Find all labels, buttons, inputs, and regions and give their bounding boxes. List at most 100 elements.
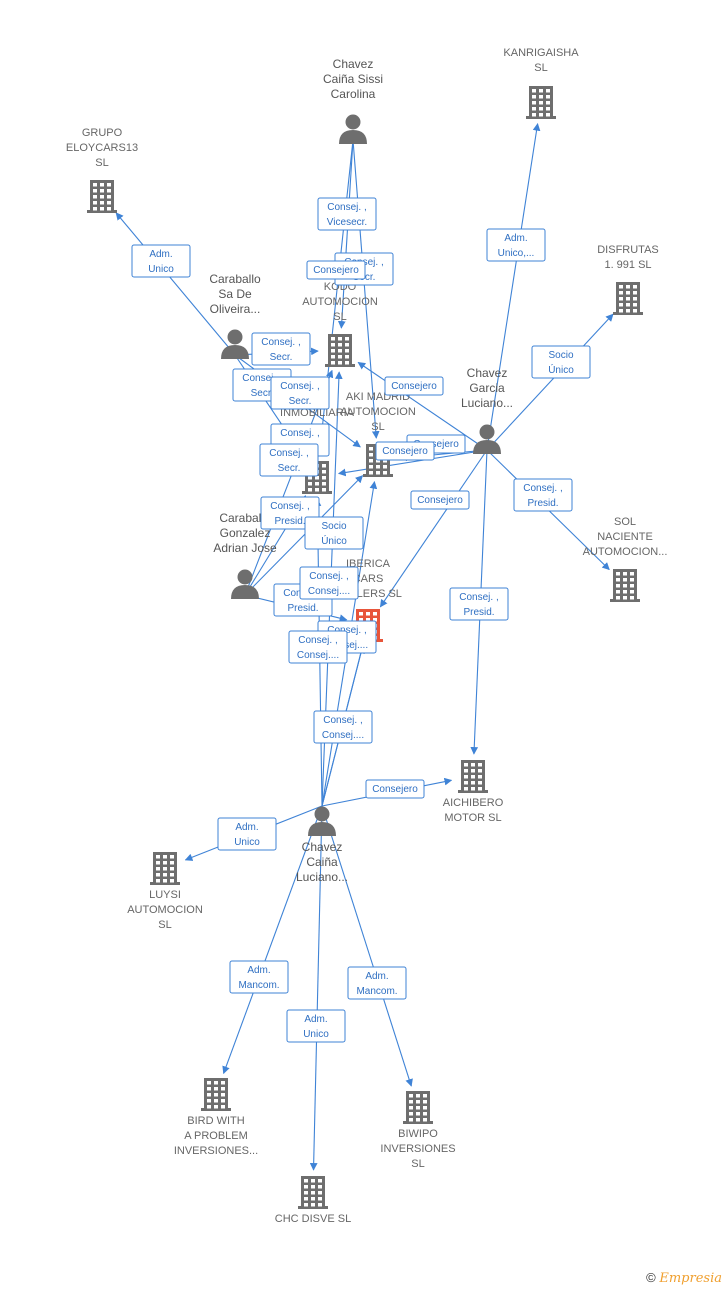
- edge-chavez_garcia-inmobiliaria: [337, 449, 488, 477]
- edge-label-box[interactable]: Consej. ,Consej....: [299, 566, 359, 600]
- node-label: Caraballo: [209, 272, 261, 286]
- edge-label-frame: [270, 376, 330, 410]
- edge-label-frame: [304, 516, 364, 550]
- building-icon: [458, 760, 488, 793]
- node-chavez_garcia[interactable]: ChavezGarciaLuciano...: [461, 366, 513, 454]
- edge-label-box[interactable]: Adm.Mancom.: [229, 960, 289, 994]
- edge-label-text: Unico,...: [498, 248, 535, 259]
- node-inmobiliaria[interactable]: INMOBILIARIA: [280, 407, 355, 494]
- edge-label-frame: [375, 441, 435, 461]
- node-label: Caiña: [306, 855, 338, 869]
- edge-label-text: Consej. ,: [298, 635, 337, 646]
- edge-label-text: Consej. ,: [523, 483, 562, 494]
- edge-label-text: Socio: [321, 521, 346, 532]
- building-icon: [201, 1078, 231, 1111]
- edge-label-box[interactable]: Consej. ,Presid.: [449, 587, 509, 621]
- edge-label-text: Secr.: [251, 388, 274, 399]
- building-icon: [613, 282, 643, 315]
- edge-label-box[interactable]: Consej. ,Secr.: [270, 376, 330, 410]
- node-label: ELOYCARS13: [66, 142, 138, 154]
- empresia-logo-text: Empresia: [659, 1271, 722, 1286]
- node-sol[interactable]: SOLNACIENTEAUTOMOCION...: [583, 516, 668, 602]
- edge-label-frame: [449, 587, 509, 621]
- edge-label-frame: [513, 478, 573, 512]
- node-chc[interactable]: CHC DISVE SL: [275, 1176, 351, 1225]
- edge-label-box[interactable]: Consej. ,Consej....: [313, 710, 373, 744]
- edge-label-box[interactable]: Consej. ,Presid.: [513, 478, 573, 512]
- edge-label-frame: [229, 960, 289, 994]
- building-icon: [298, 1176, 328, 1209]
- node-label: SL: [411, 1158, 424, 1170]
- edge-label-box[interactable]: Consejero: [410, 490, 470, 510]
- edge-label-text: Adm.: [235, 822, 258, 833]
- edge-label-text: Adm.: [365, 971, 388, 982]
- edge-label-box[interactable]: Adm. Unico: [286, 1009, 346, 1043]
- edge-label-box[interactable]: Consejero: [365, 779, 425, 799]
- node-chavez_luciano[interactable]: ChavezCaiñaLuciano...: [296, 806, 348, 885]
- node-label: Chavez: [333, 57, 374, 71]
- edge-label-text: Único: [321, 534, 347, 547]
- edge-label-text: Consejero: [391, 381, 437, 392]
- edge-label-text: Mancom.: [356, 986, 397, 997]
- edge-label-box[interactable]: Adm.Unico,...: [486, 228, 546, 262]
- edge-label-frame: [531, 345, 591, 379]
- footer-brand[interactable]: © Empresia: [646, 1270, 722, 1286]
- building-icon: [526, 86, 556, 119]
- edge-label-box[interactable]: Adm. Mancom.: [347, 966, 407, 1000]
- node-label: DISFRUTAS: [597, 244, 659, 256]
- node-label: BIWIPO: [398, 1128, 438, 1140]
- node-label: AICHIBERO: [443, 797, 504, 809]
- node-label: BIRD WITH: [187, 1115, 244, 1127]
- node-label: INVERSIONES: [380, 1143, 455, 1155]
- edge-label-text: Unico: [148, 264, 174, 275]
- person-icon: [221, 329, 249, 359]
- edge-label-frame: [299, 566, 359, 600]
- edge-label-box[interactable]: Consej. ,Consej....: [288, 630, 348, 664]
- edge-label-frame: [306, 260, 366, 280]
- edge-label-frame: [384, 376, 444, 396]
- edge-label-text: Consej....: [322, 730, 364, 741]
- node-label: SL: [333, 311, 346, 323]
- node-label: AUTOMOCION: [340, 406, 416, 418]
- edge-label-box[interactable]: Consejero: [375, 441, 435, 461]
- edge-label-text: Consej. ,: [269, 448, 308, 459]
- node-label: Caiña Sissi: [323, 72, 383, 86]
- edge-label-box[interactable]: Consej. ,Vicesecr.: [317, 197, 377, 231]
- edge-label-frame: [251, 332, 311, 366]
- node-label: NACIENTE: [597, 531, 653, 543]
- edge-label-box[interactable]: Consej. ,Secr.: [251, 332, 311, 366]
- edge-label-box[interactable]: Consejero: [384, 376, 444, 396]
- node-label: SL: [95, 157, 108, 169]
- edge-label-text: Consejero: [372, 784, 418, 795]
- edge-label-frame: [347, 966, 407, 1000]
- node-label: CHC DISVE SL: [275, 1213, 351, 1225]
- edge-label-text: Adm.: [304, 1014, 327, 1025]
- building-icon: [87, 180, 117, 213]
- edge-label-text: Unico: [303, 1029, 329, 1040]
- edge-label-box[interactable]: Consejero: [306, 260, 366, 280]
- node-label: LUYSI: [149, 889, 181, 901]
- edge-label-text: Consej. ,: [459, 592, 498, 603]
- node-biwipo[interactable]: BIWIPO INVERSIONES SL: [380, 1091, 456, 1170]
- edge-label-box[interactable]: Adm.Unico: [131, 244, 191, 278]
- edge-label-text: Consej. ,: [327, 625, 366, 636]
- building-icon: [325, 334, 355, 367]
- person-icon: [339, 114, 367, 144]
- edge-label-text: Consej. ,: [309, 571, 348, 582]
- edge-label-box[interactable]: Consej. ,Secr.: [259, 443, 319, 477]
- edge-label-box[interactable]: Adm.Unico: [217, 817, 277, 851]
- node-label: AUTOMOCION: [302, 296, 378, 308]
